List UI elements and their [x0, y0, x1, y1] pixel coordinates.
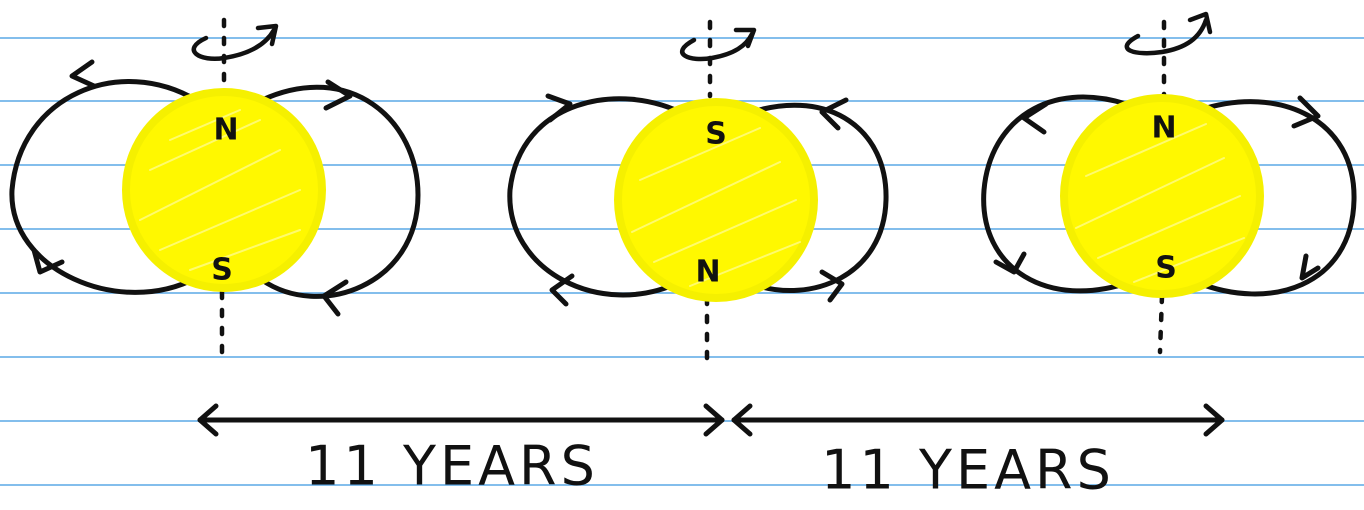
span-1: 11 YEARS — [200, 406, 722, 498]
spin-arrow-icon — [194, 30, 274, 59]
pole-label-top: N — [1151, 111, 1176, 146]
pole-label-top: S — [705, 117, 727, 152]
span-label: 11 YEARS — [821, 439, 1115, 502]
field-arrow — [552, 276, 572, 304]
stage-2: S N — [510, 22, 886, 360]
field-arrow — [324, 282, 346, 314]
stage-1: N S — [12, 20, 418, 352]
field-arrow — [1024, 104, 1046, 132]
pole-label-top: N — [213, 113, 238, 148]
spin-arrow-icon — [1127, 20, 1206, 53]
span-label: 11 YEARS — [305, 435, 599, 498]
field-arrow — [72, 62, 94, 86]
span-2: 11 YEARS — [734, 406, 1222, 502]
rotation-axis — [1160, 296, 1162, 352]
stage-3: N S — [984, 14, 1354, 352]
field-arrow — [326, 82, 350, 108]
pole-label-bottom: S — [1155, 251, 1177, 286]
pole-label-bottom: N — [695, 255, 720, 290]
pole-label-bottom: S — [211, 253, 233, 288]
